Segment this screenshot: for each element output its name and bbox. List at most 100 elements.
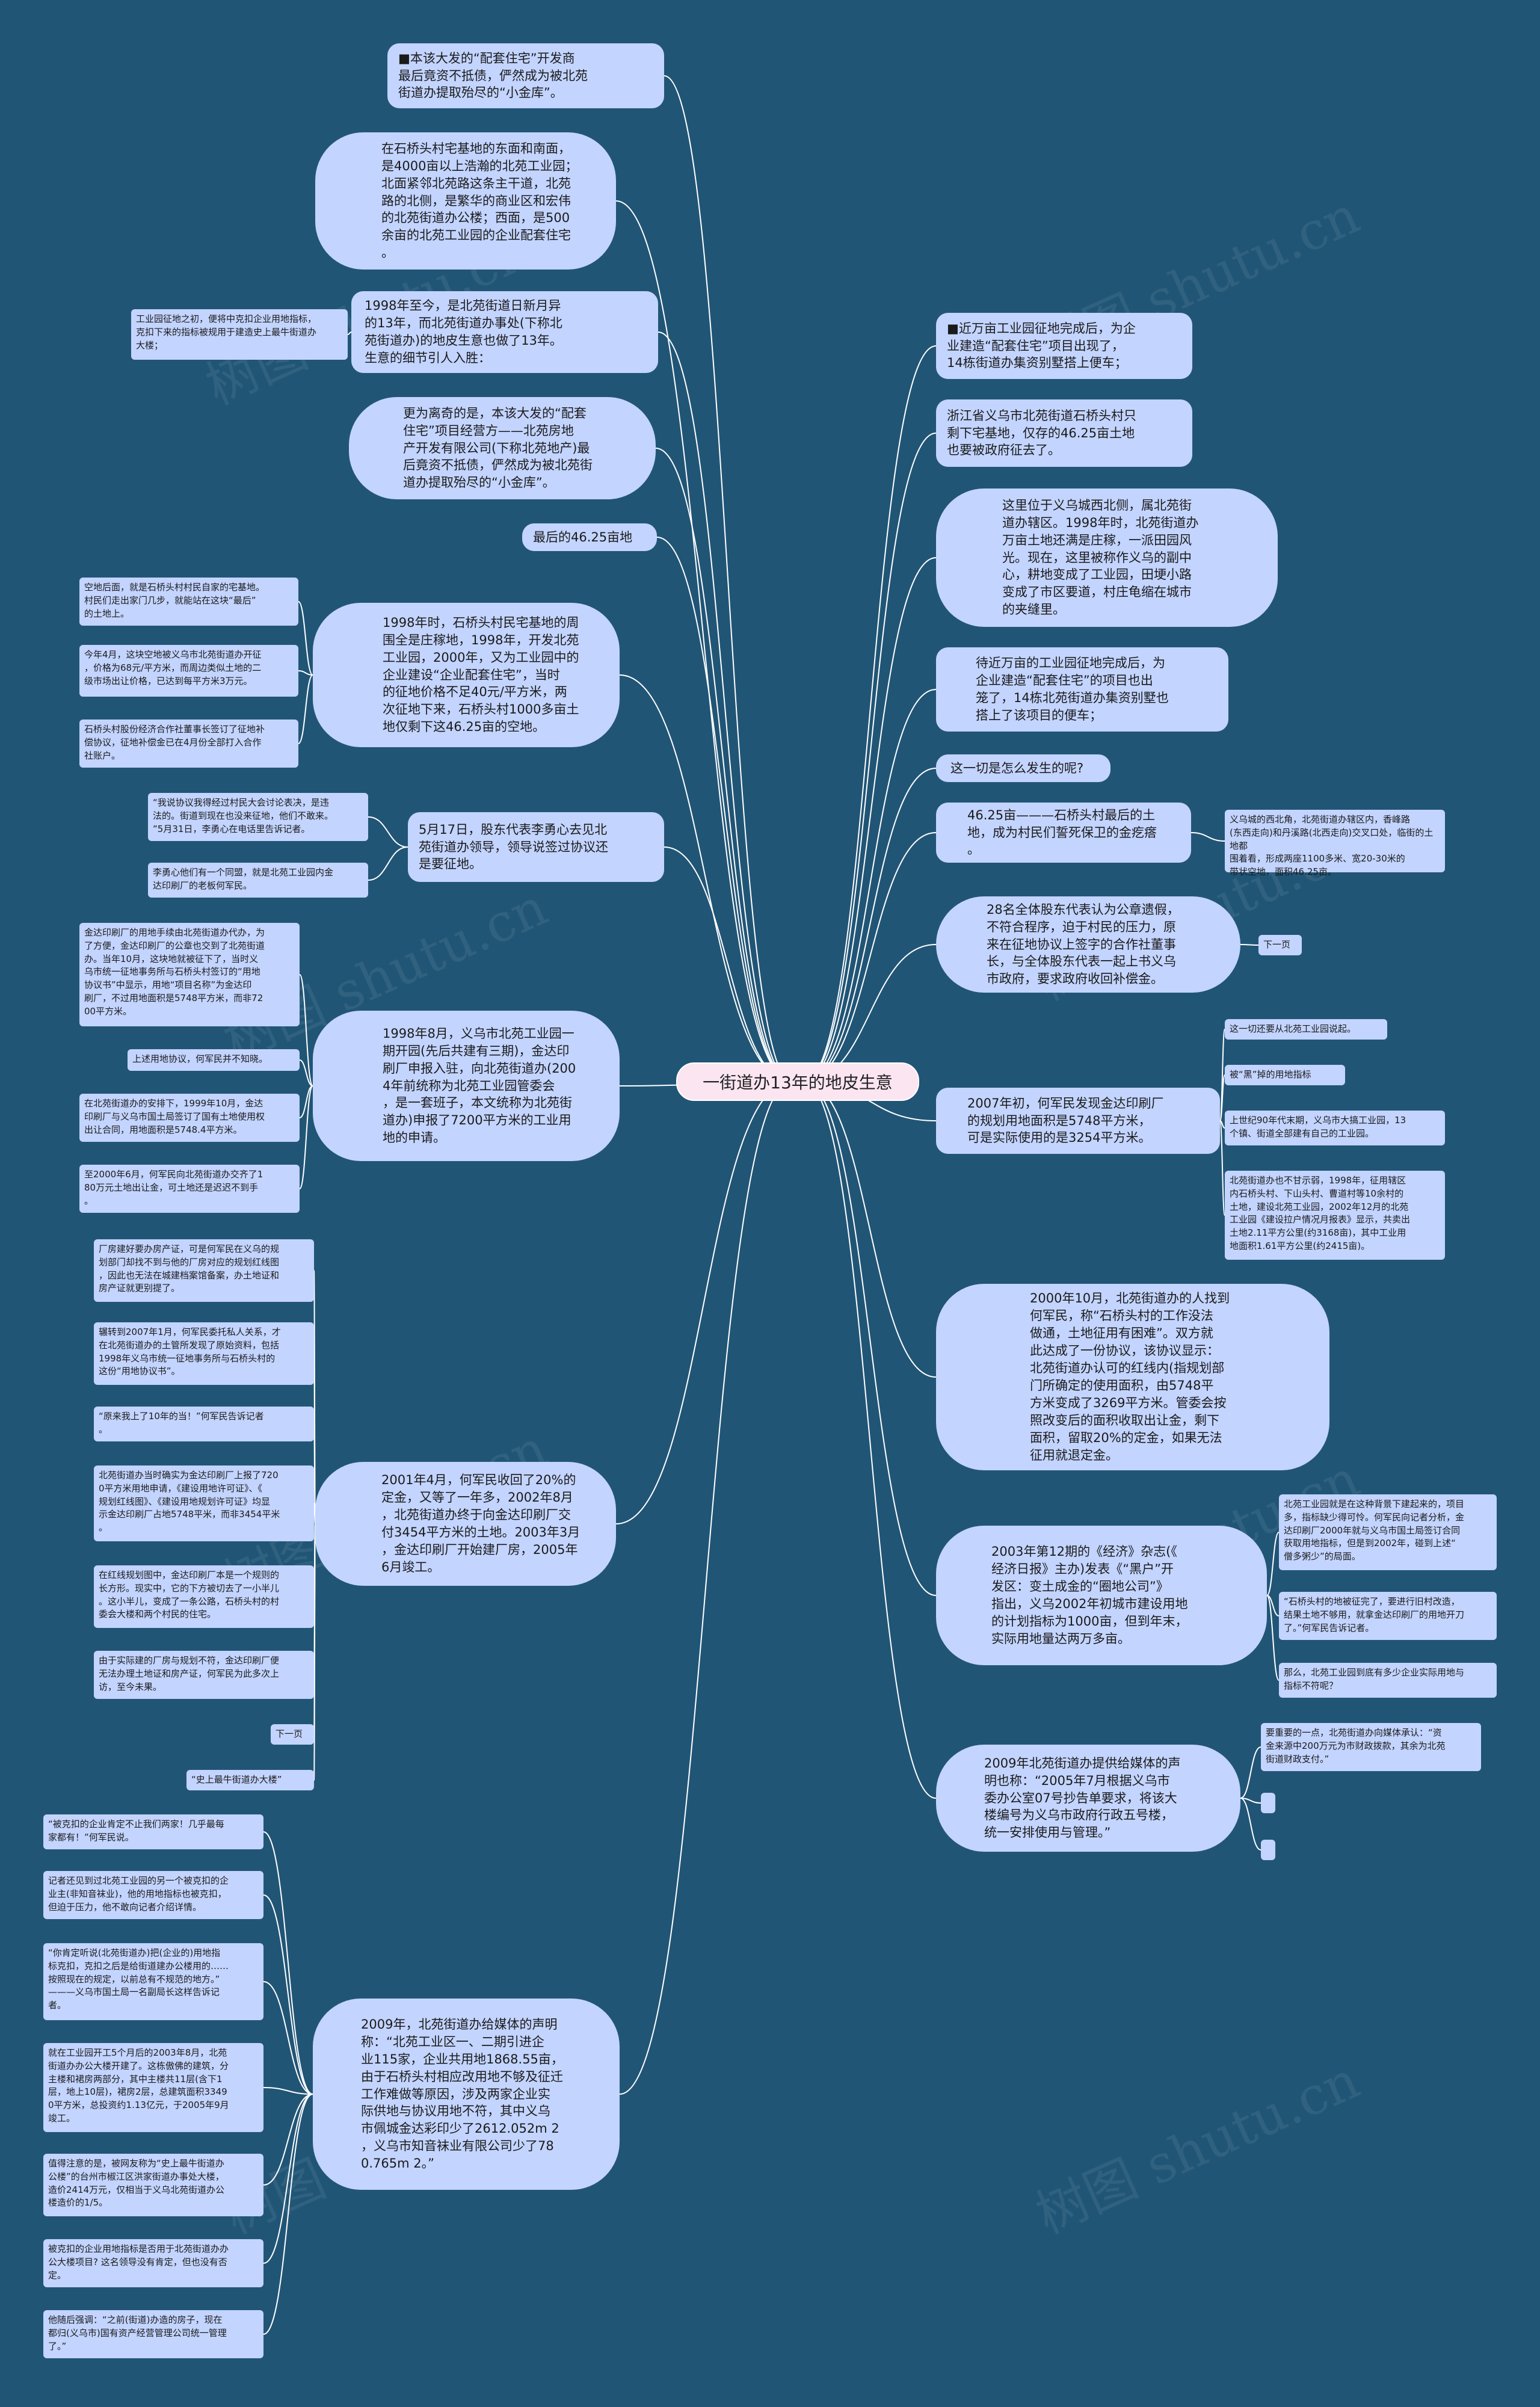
leaf-note[interactable]: 至2000年6月，何军民向北苑街道办交齐了1 80万元土地出让金，可土地还是迟迟… (79, 1165, 300, 1213)
leaf-note[interactable]: 在红线规划图中，金达印刷厂本是一个规则的 长方形。现实中，它的下方被切去了一小半… (94, 1565, 314, 1628)
topic-text: 这一切是怎么发生的呢? (950, 760, 1084, 775)
topic-node[interactable]: 待近万亩的工业园征地完成后，为 企业建造“配套住宅”的项目也出 笼了，14栋北苑… (936, 647, 1228, 732)
leaf-note[interactable]: 北苑工业园就是在这种背景下建起来的，项目 多，指标缺少得可怜。何军民向记者分析，… (1279, 1494, 1497, 1570)
leaf-note[interactable]: 他随后强调：“之前(街道)办造的房子，现在 都归(义乌市)国有资产经营管理公司统… (43, 2310, 263, 2358)
leaf-note[interactable] (1261, 1840, 1275, 1860)
topic-node[interactable]: 2000年10月，北苑街道办的人找到 何军民，称“石桥头村的工作没法 做通，土地… (936, 1284, 1329, 1470)
connector-line (656, 537, 792, 1082)
connector-line (299, 1085, 313, 1189)
leaf-note[interactable]: 北苑街道办当时确实为金达印刷厂上报了720 0平方米用地申请，《建设用地许可证》… (94, 1465, 314, 1541)
connector-line (263, 2094, 313, 2335)
connector-line (263, 2094, 313, 2186)
leaf-note[interactable]: 上述用地协议，何军民并不知晓。 (128, 1049, 300, 1071)
connector-line (803, 345, 937, 1082)
leaf-note[interactable]: 义乌城的西北角，北苑街道办辖区内，香峰路 (东西走向)和丹溪路(北西走向)交叉口… (1225, 810, 1445, 877)
connector-line (313, 1503, 316, 1524)
leaf-note[interactable] (1261, 1793, 1275, 1813)
topic-text: 46.25亩———石桥头村最后的土 地，成为村民们誓死保卫的金疙瘩 。 (967, 807, 1157, 857)
leaf-note[interactable]: 被“黑”掉的用地指标 (1225, 1065, 1345, 1085)
connector-line (1240, 1798, 1261, 1851)
connector-line (263, 1894, 313, 2095)
leaf-note[interactable]: 就在工业园开工5个月后的2003年8月，北苑 街道办办公大楼开建了。这栋傲佛的建… (43, 2043, 263, 2132)
connector-line (619, 1081, 792, 2095)
leaf-note[interactable]: 被克扣的企业用地指标是否用于北苑街道办办 公大楼项目? 这名领导没有肯定，但也没… (43, 2239, 263, 2287)
topic-text: 待近万亩的工业园征地完成后，为 企业建造“配套住宅”的项目也出 笼了，14栋北苑… (976, 656, 1169, 723)
topic-text: 最后的46.25亩地 (533, 529, 633, 544)
topic-node[interactable]: 最后的46.25亩地 (522, 523, 657, 551)
connector-line (263, 1831, 313, 2095)
topic-node[interactable]: 46.25亩———石桥头村最后的土 地，成为村民们誓死保卫的金疙瘩 。 (936, 803, 1191, 863)
leaf-note[interactable]: 记者还见到过北苑工业园的另一个被克扣的企 业主(非知音袜业)，他的用地指标也被克… (43, 1871, 263, 1919)
leaf-note[interactable]: 工业园征地之初，便将中克扣企业用地指标， 克扣下来的指标被规用于建造史上最牛街道… (131, 309, 348, 360)
topic-node[interactable]: 1998年时，石桥头村民宅基地的周 围全是庄稼地，1998年，开发北苑 工业园，… (313, 603, 620, 747)
leaf-note[interactable]: 北苑街道办也不甘示弱，1998年，征用辖区 内石桥头村、下山头村、曹道村等10余… (1225, 1171, 1445, 1260)
topic-node[interactable]: 这一切是怎么发生的呢? (936, 754, 1110, 782)
connector-line (263, 2087, 313, 2095)
connector-line (1190, 832, 1225, 842)
connector-line (803, 689, 937, 1082)
topic-node[interactable]: 2001年4月，何军民收回了20%的 定金，又等了一年多，2002年8月 ，北苑… (315, 1462, 616, 1586)
leaf-note[interactable]: “原来我上了10年的当！”何军民告诉记者 。 (94, 1407, 314, 1441)
leaf-note[interactable]: “石桥头村的地被征完了，要进行旧村改造， 结果土地不够用，就拿金达印刷厂的用地开… (1279, 1592, 1497, 1640)
topic-text: 2007年初，何军民发现金达印刷厂 的规划用地面积是5748平方米， 可是实际使… (967, 1096, 1164, 1145)
leaf-note[interactable]: “你肯定听说(北苑街道办)把(企业的)用地指 标克扣，克扣之后是给街道建办公楼用… (43, 1943, 263, 2020)
leaf-note[interactable]: 那么，北苑工业园到底有多少企业实际用地与 指标不符呢？ (1279, 1663, 1497, 1698)
topic-node[interactable]: 5月17日，股东代表李勇心去见北 苑街道办领导，领导说签过协议还 是要征地。 (408, 812, 664, 882)
leaf-note[interactable]: 由于实际建的厂房与规划不符，金达印刷厂便 无法办理土地证和房产证，何军民为此多次… (94, 1651, 314, 1699)
topic-node[interactable]: 2009年北苑街道办提供给媒体的声 明也称：“2005年7月根据义乌市 委办公室… (936, 1745, 1240, 1852)
leaf-note[interactable]: 下一页 (1258, 935, 1302, 955)
topic-node[interactable]: 1998年至今，是北苑街道日新月异 的13年，而北苑街道办事处(下称北 苑街道办… (351, 291, 658, 373)
leaf-note[interactable]: 下一页 (271, 1724, 314, 1745)
connector-line (615, 200, 792, 1082)
topic-text: 2001年4月，何军民收回了20%的 定金，又等了一年多，2002年8月 ，北苑… (381, 1473, 581, 1574)
connector-line (658, 331, 792, 1082)
leaf-note[interactable]: “史上最牛街道办大楼” (186, 1770, 314, 1790)
topic-text: 2000年10月，北苑街道办的人找到 何军民，称“石桥头村的工作没法 做通，土地… (1030, 1291, 1230, 1462)
topic-node[interactable]: 更为离奇的是，本该大发的“配套 住宅”项目经营方——北苑房地 产开发有限公司(下… (349, 397, 656, 499)
topic-node[interactable]: 这里位于义乌城西北侧，属北苑街 道办辖区。1998年时，北苑街道办 万亩土地还满… (936, 488, 1278, 627)
leaf-note[interactable]: 这一切还要从北苑工业园说起。 (1225, 1019, 1387, 1040)
topic-text: 2009年，北苑街道办给媒体的声明 称：“北苑工业区一、二期引进企 业115家，… (361, 2017, 564, 2171)
leaf-note[interactable]: 在北苑街道办的安排下，1999年10月，金达 印刷厂与义乌市国土局签订了国有土地… (79, 1094, 300, 1142)
leaf-note[interactable]: 李勇心他们有一个同盟，就是北苑工业园内金 达印刷厂的老板何军民。 (148, 863, 368, 898)
connector-line (803, 832, 937, 1082)
connector-line (615, 1081, 792, 1524)
connector-line (803, 1081, 937, 1799)
topic-node[interactable]: ■本该大发的“配套住宅”开发商 最后竟资不抵债，俨然成为被北苑 街道办提取殆尽的… (387, 43, 664, 108)
topic-node[interactable]: 在石桥头村宅基地的东面和南面， 是4000亩以上浩瀚的北苑工业园； 北面紧邻北苑… (315, 132, 616, 270)
leaf-note[interactable]: “我说协议我得经过村民大会讨论表决，是违 法的。街道到现在也没来征地，他们不敢来… (148, 793, 368, 841)
connector-line (1266, 1532, 1280, 1596)
leaf-note[interactable]: 上世纪90年代末期，义乌市大搞工业园，13 个镇、街道全部建有自己的工业园。 (1225, 1111, 1445, 1145)
connector-line (664, 75, 792, 1082)
leaf-note[interactable]: 辗转到2007年1月，何军民委托私人关系，才 在北苑街道办的土管所发现了原始资料… (94, 1322, 314, 1385)
connector-line (1266, 1595, 1280, 1681)
leaf-note[interactable]: 值得注意的是，被网友称为“史上最牛街道办 公楼”的台州市椒江区洪家街道办事处大楼… (43, 2154, 263, 2216)
leaf-note[interactable]: 厂房建好要办房产证，可是何军民在义乌的规 划部门却找不到与他的厂房对应的规划红线… (94, 1239, 314, 1302)
connector-line (803, 1081, 937, 1378)
topic-node[interactable]: ■近万亩工业园征地完成后，为企 业建造“配套住宅”项目出现了， 14栋街道办集资… (936, 313, 1192, 379)
topic-node[interactable]: 1998年8月，义乌市北苑工业园一 期开园(先后共建有三期)，金达印 刷厂申报入… (313, 1011, 620, 1161)
leaf-note[interactable]: 石桥头村股份经济合作社董事长签订了征地补 偿协议，征地补偿金已在4月份全部打入合… (79, 720, 298, 768)
root-topic[interactable]: 一街道办13年的地皮生意 (676, 1062, 919, 1101)
topic-node[interactable]: 2009年，北苑街道办给媒体的声明 称：“北苑工业区一、二期引进企 业115家，… (313, 1999, 620, 2190)
connector-line (803, 433, 937, 1082)
connector-line (298, 670, 313, 676)
leaf-note[interactable]: 空地后面，就是石桥头村村民自家的宅基地。 村民们走出家门几步，就能站在这块“最后… (79, 578, 298, 626)
connector-line (1240, 1798, 1261, 1804)
leaf-note[interactable]: 要重要的一点，北苑街道办向媒体承认：“资 金来源中200万元为市财政拨款，其余为… (1261, 1723, 1481, 1771)
topic-node[interactable]: 2007年初，何军民发现金达印刷厂 的规划用地面积是5748平方米， 可是实际使… (936, 1088, 1220, 1154)
connector-line (1219, 1120, 1225, 1216)
connector-line (1219, 1074, 1225, 1121)
leaf-note[interactable]: “被克扣的企业肯定不止我们两家！几乎最每 家都有！”何军民说。 (43, 1814, 263, 1849)
topic-text: ■近万亩工业园征地完成后，为企 业建造“配套住宅”项目出现了， 14栋街道办集资… (947, 321, 1136, 371)
leaf-note[interactable]: 金达印刷厂的用地手续由北苑街道办代办，为 了方便，金达印刷厂的公章也交到了北苑街… (79, 923, 300, 1026)
topic-node[interactable]: 浙江省义乌市北苑街道石桥头村只 剩下宅基地，仅存的46.25亩土地 也要被政府征… (936, 399, 1192, 467)
connector-line (298, 601, 313, 676)
topic-node[interactable]: 2003年第12期的《经济》杂志(《 经济日报》主办)发表《“黑户”开 发区：变… (936, 1526, 1267, 1665)
topic-text: 1998年8月，义乌市北苑工业园一 期开园(先后共建有三期)，金达印 刷厂申报入… (383, 1026, 576, 1145)
connector-line (347, 331, 352, 335)
leaf-note[interactable]: 今年4月，这块空地被义乌市北苑街道办开征 ，价格为68元/平方米，而周边类似土地… (79, 645, 298, 697)
topic-node[interactable]: 28名全体股东代表认为公章遗假， 不符合程序，迫于村民的压力，原 来在征地协议上… (936, 896, 1240, 993)
topic-text: 1998年时，石桥头村民宅基地的周 围全是庄稼地，1998年，开发北苑 工业园，… (383, 615, 579, 735)
topic-text: 在石桥头村宅基地的东面和南面， 是4000亩以上浩瀚的北苑工业园； 北面紧邻北苑… (381, 141, 578, 260)
